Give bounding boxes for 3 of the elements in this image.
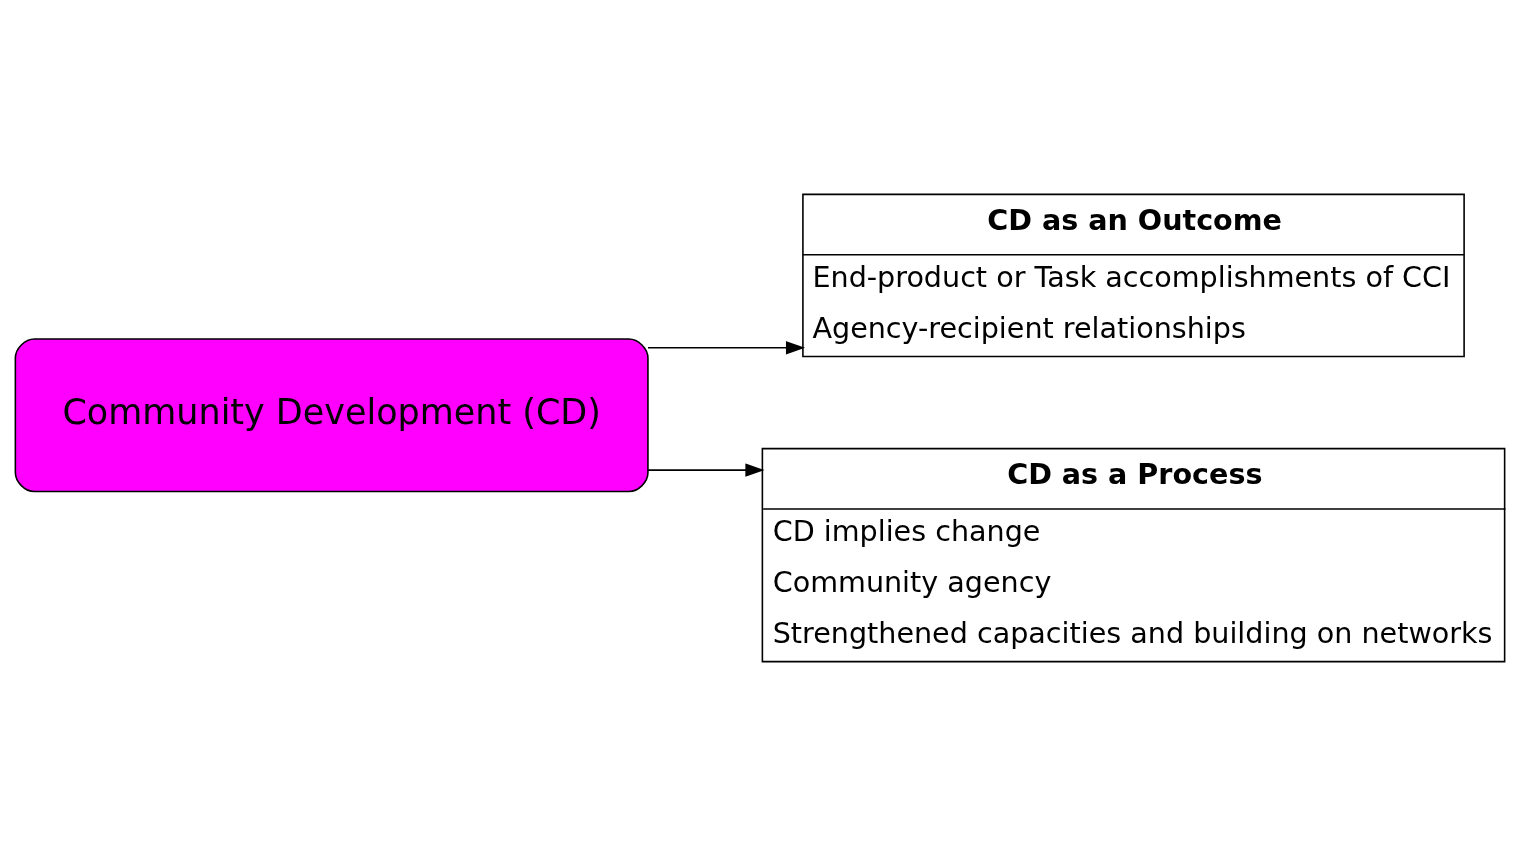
arrow: [647, 463, 765, 477]
node-box: Community Development (CD): [14, 338, 649, 493]
arrow: [647, 341, 806, 355]
